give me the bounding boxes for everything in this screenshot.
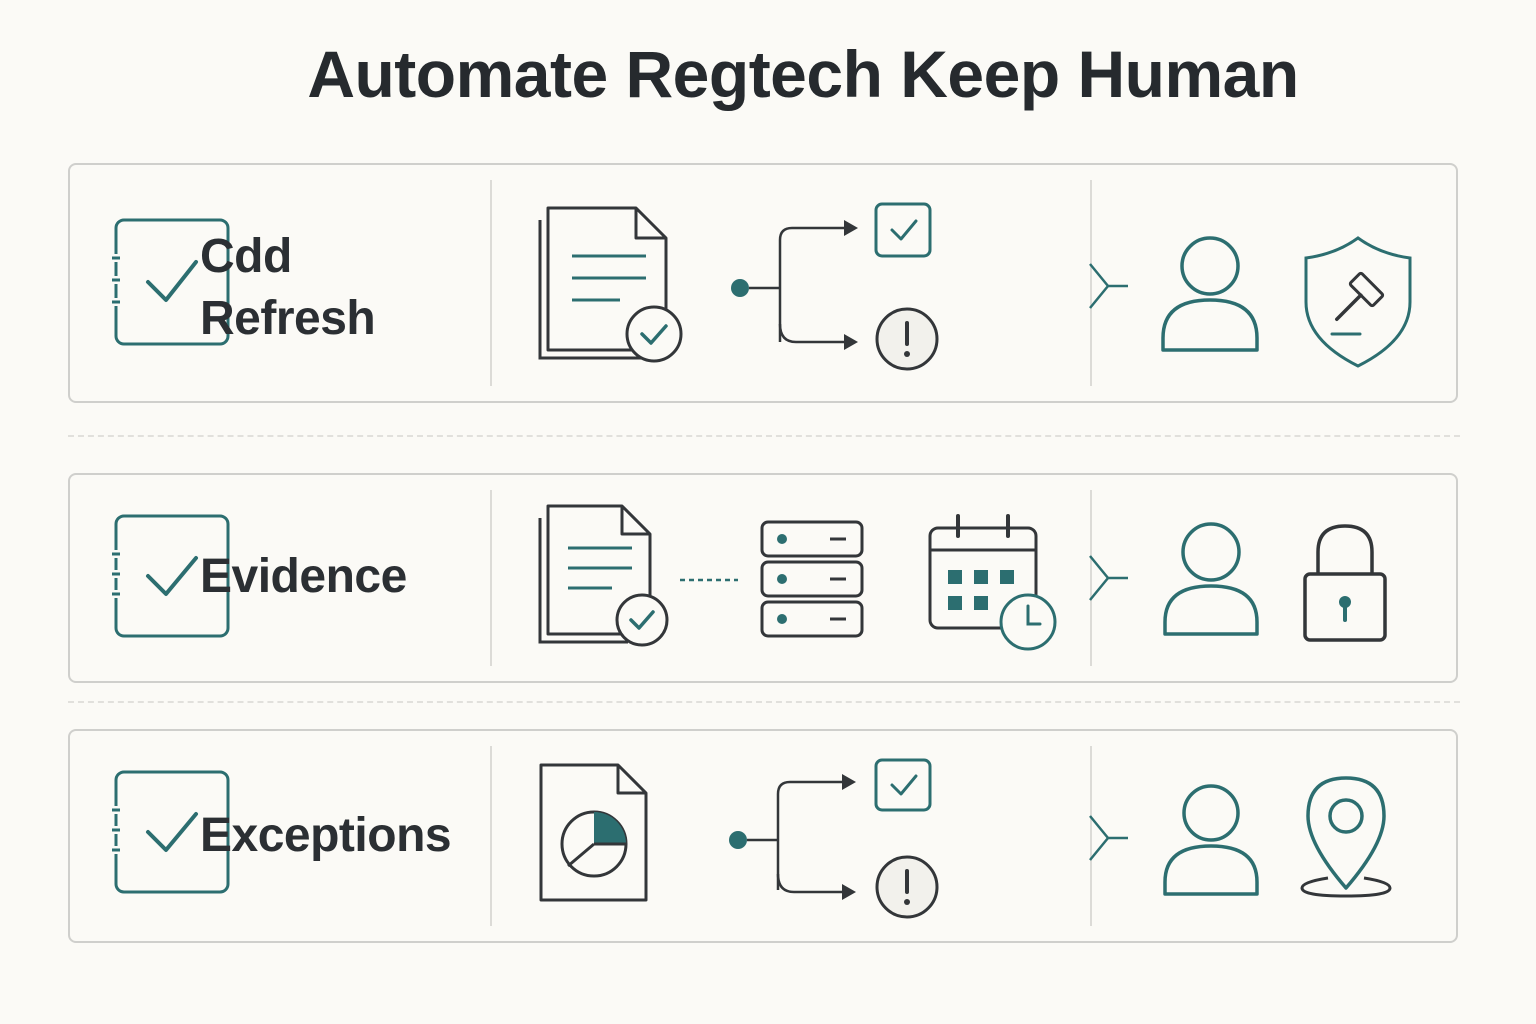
- document-check-icon: [538, 206, 683, 363]
- row-separator: [1090, 180, 1092, 386]
- row-label-line: Evidence: [200, 550, 407, 603]
- row-label-line: Cdd: [200, 230, 292, 283]
- checklist-icon: [106, 218, 230, 346]
- branch-arrows-icon: [729, 774, 856, 900]
- checklist-icon: [106, 514, 230, 638]
- row-separator: [1090, 746, 1092, 926]
- check-box-icon: [874, 202, 932, 258]
- row-label: Evidence: [200, 546, 407, 608]
- calendar-clock-icon: [928, 514, 1057, 651]
- person-icon: [1163, 522, 1259, 636]
- chevron-icon: [1089, 263, 1128, 309]
- branch-arrows-icon: [731, 220, 858, 350]
- dotted-connector-icon: [680, 578, 738, 582]
- alert-icon: [875, 855, 939, 919]
- row-label-line: Refresh: [200, 292, 376, 345]
- check-box-icon: [874, 758, 932, 812]
- page-title: Automate Regtech Keep Human: [307, 37, 1299, 111]
- shield-gavel-icon: [1304, 236, 1412, 368]
- row-label-line: Exceptions: [200, 809, 452, 862]
- row-separator: [490, 490, 492, 666]
- row-separator: [1090, 490, 1092, 666]
- location-pin-icon: [1300, 776, 1392, 898]
- workflow-row-cdd-refresh: [68, 163, 1458, 403]
- row-divider: [68, 435, 1460, 437]
- row-separator: [490, 180, 492, 386]
- row-label: Cdd Refresh: [200, 226, 376, 350]
- row-separator: [490, 746, 492, 926]
- chevron-icon: [1089, 555, 1128, 601]
- chevron-icon: [1089, 815, 1128, 861]
- row-divider: [68, 701, 1460, 703]
- checklist-icon: [106, 770, 230, 894]
- person-icon: [1161, 236, 1259, 352]
- person-icon: [1163, 784, 1259, 896]
- database-icon: [760, 520, 864, 638]
- row-label: Exceptions: [200, 805, 452, 867]
- report-pie-icon: [539, 763, 648, 902]
- alert-icon: [875, 307, 939, 371]
- padlock-icon: [1303, 524, 1387, 642]
- document-check-icon: [538, 504, 669, 647]
